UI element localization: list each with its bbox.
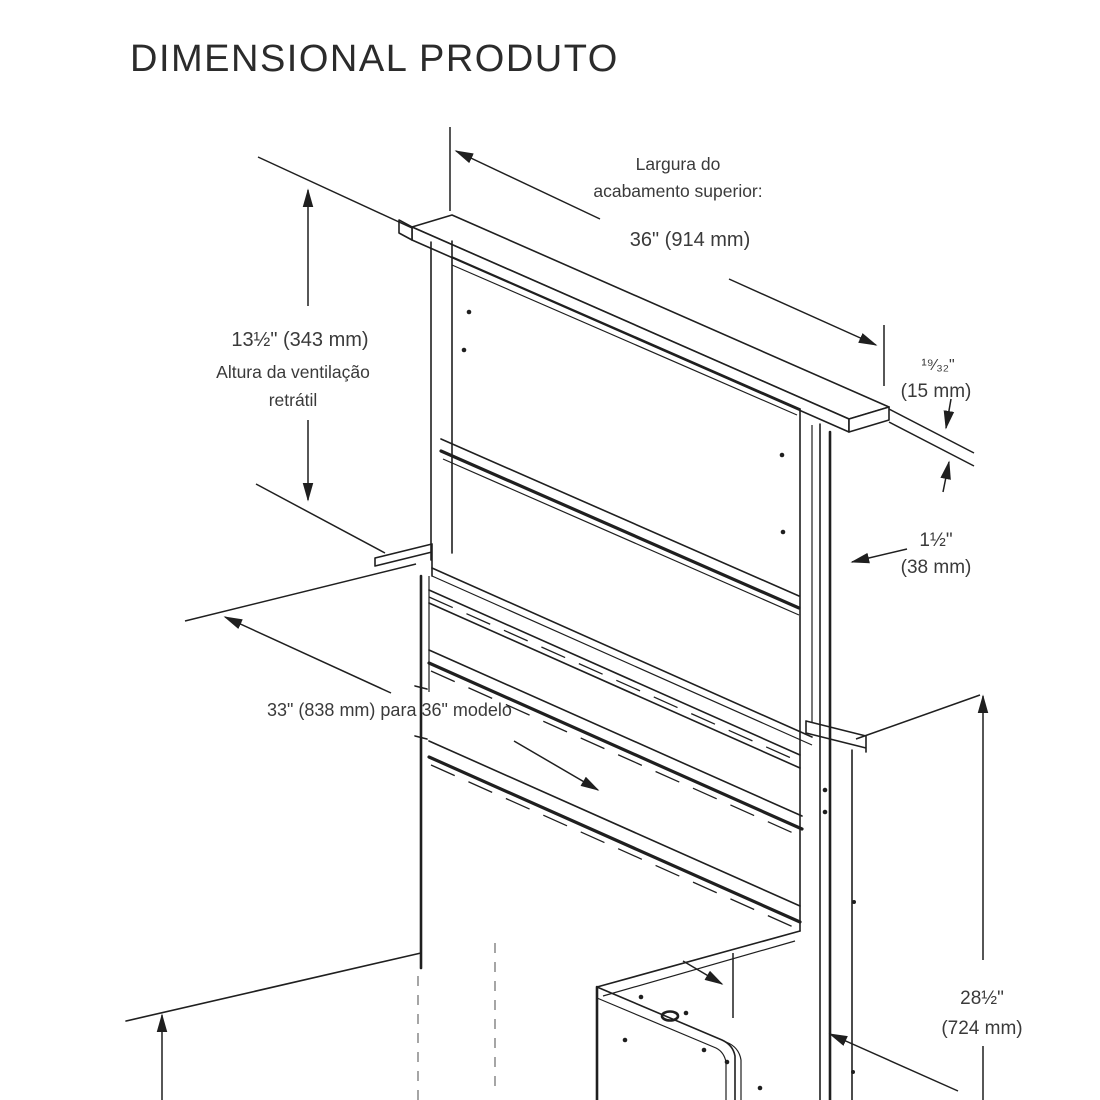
dimension-lines — [156, 127, 989, 1100]
screw-hole — [466, 309, 472, 315]
top-width-caption-line1: Largura do — [636, 154, 721, 174]
screw-hole — [461, 347, 467, 353]
cap-thickness-inches: ¹⁹⁄₃₂" — [921, 357, 954, 374]
vent-hole — [660, 1010, 680, 1022]
screw-hole — [757, 1085, 763, 1091]
screw-hole — [851, 1070, 855, 1074]
top-finish-cap — [398, 214, 890, 433]
page-title: DIMENSIONAL PRODUTO — [130, 38, 619, 80]
left-support-post — [414, 574, 430, 970]
cap-left-end-face — [398, 219, 413, 241]
screw-hole — [779, 452, 785, 458]
screw-hole — [683, 1010, 689, 1016]
trim-depth-inches: 1½" — [919, 530, 952, 551]
countertop-flange — [374, 543, 867, 753]
cap-right-end-face — [848, 406, 890, 433]
screw-hole — [622, 1037, 628, 1043]
body-height-inches: 28½" — [960, 988, 1004, 1009]
top-width-caption-line2: acabamento superior: — [593, 181, 762, 201]
retractable-vent-panel — [430, 240, 801, 616]
screw-hole — [724, 1059, 730, 1065]
trim-depth-mm: (38 mm) — [901, 557, 972, 578]
right-support-post — [757, 408, 856, 1100]
cutout-width-value: 33" (838 mm) para 36" modelo — [267, 700, 512, 720]
stiffener-rails — [427, 589, 804, 931]
screw-hole — [701, 1047, 707, 1053]
screw-hole — [822, 809, 828, 815]
cap-thickness-mm: (15 mm) — [901, 381, 972, 402]
body-height-mm: (724 mm) — [941, 1018, 1022, 1039]
vent-height-caption-line2: retrátil — [269, 390, 318, 410]
screw-hole — [780, 529, 786, 535]
screw-hole — [638, 994, 644, 1000]
top-width-value: 36" (914 mm) — [630, 229, 750, 251]
blower-box — [125, 930, 801, 1100]
screw-hole — [852, 900, 856, 904]
vent-height-caption-line1: Altura da ventilação — [216, 362, 370, 382]
screw-hole — [822, 787, 828, 793]
vent-height-value: 13½" (343 mm) — [231, 329, 368, 351]
